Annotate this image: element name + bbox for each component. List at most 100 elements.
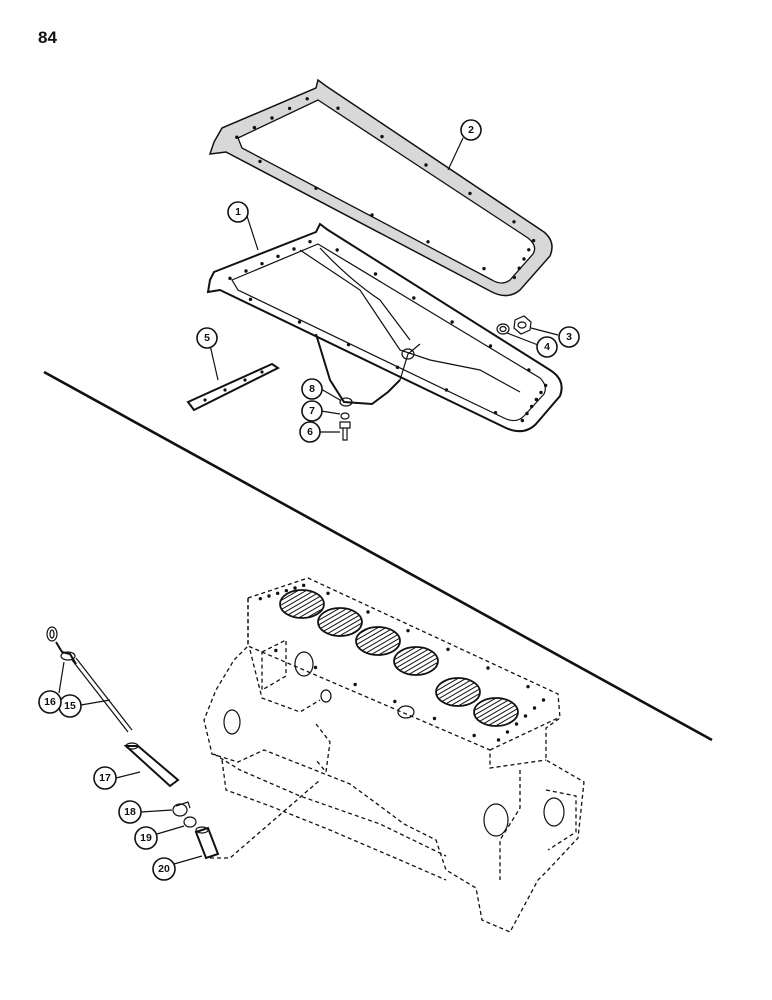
bolt-hole xyxy=(514,722,519,726)
callout-1: 1 xyxy=(227,201,249,223)
bolt-hole xyxy=(517,266,521,270)
bolt-hole xyxy=(523,714,528,718)
bolt-hole xyxy=(424,163,428,167)
callout-5: 5 xyxy=(196,327,218,349)
dipstick-cap xyxy=(60,651,76,661)
bolt-hole xyxy=(275,591,280,596)
bolt-hole xyxy=(527,368,531,372)
bolt-hole xyxy=(270,116,274,120)
bolt-hole xyxy=(543,383,548,388)
bolt-hole xyxy=(314,186,318,190)
location-leader xyxy=(210,779,321,859)
bolt-hole xyxy=(248,297,253,302)
section-divider xyxy=(43,370,713,742)
bolt-hole xyxy=(353,682,357,687)
callout-20: 20 xyxy=(152,857,176,881)
bolt-hole xyxy=(534,397,539,402)
drain-plug-washer xyxy=(496,323,510,335)
bolt-hole xyxy=(525,411,529,416)
bolt-hole xyxy=(512,220,516,224)
bolt-hole xyxy=(258,596,263,601)
bolt-hole xyxy=(446,647,450,652)
reinforcing-strip xyxy=(186,362,280,412)
bolt-hole xyxy=(276,254,280,259)
oil-pan xyxy=(206,222,563,433)
bolt-hole xyxy=(284,588,289,593)
callout-16: 16 xyxy=(38,690,62,714)
callout-8: 8 xyxy=(301,378,323,400)
svg-text:8: 8 xyxy=(309,383,315,395)
bolt-hole xyxy=(287,106,292,111)
page-number: 84 xyxy=(38,28,57,47)
svg-text:7: 7 xyxy=(309,405,315,417)
leader-lines xyxy=(58,137,559,865)
bolt-hole xyxy=(393,699,397,704)
bolt-hole xyxy=(336,106,340,110)
svg-text:6: 6 xyxy=(307,426,313,438)
bolt-hole xyxy=(301,583,306,588)
bolt-hole xyxy=(258,159,262,164)
svg-text:20: 20 xyxy=(158,863,170,875)
tube-sleeve xyxy=(194,826,220,860)
callout-18: 18 xyxy=(118,800,142,824)
bolt-hole xyxy=(496,738,501,742)
tube-clip xyxy=(172,801,191,817)
bolt-hole xyxy=(512,275,517,280)
bolt-hole xyxy=(432,716,437,721)
bolt-hole xyxy=(412,296,416,300)
bolt-6 xyxy=(339,421,351,441)
callout-17: 17 xyxy=(93,766,117,790)
bolt-hole xyxy=(228,276,232,281)
bolt-hole xyxy=(488,344,493,348)
drain-plug xyxy=(513,315,532,335)
bolt-hole xyxy=(395,365,400,370)
bolt-hole xyxy=(406,628,410,633)
dipstick xyxy=(46,626,133,733)
bolt-hole xyxy=(541,698,546,702)
bolt-hole xyxy=(522,257,526,261)
svg-text:15: 15 xyxy=(64,700,76,712)
bolt-hole xyxy=(335,248,339,252)
bolt-hole xyxy=(235,135,239,139)
bolt-hole xyxy=(274,648,278,653)
bolt-hole xyxy=(252,125,257,130)
svg-text:19: 19 xyxy=(140,832,152,844)
svg-text:5: 5 xyxy=(204,332,210,344)
bolt-hole xyxy=(380,134,384,139)
bolt-hole xyxy=(493,410,498,415)
callout-6: 6 xyxy=(299,421,321,443)
bolt-hole xyxy=(468,191,472,196)
bolt-hole xyxy=(260,261,264,266)
svg-text:2: 2 xyxy=(468,124,474,136)
bolt-hole xyxy=(370,213,374,217)
callout-2: 2 xyxy=(460,119,482,141)
bolt-hole xyxy=(373,272,378,276)
bolt-hole xyxy=(293,586,297,590)
oil-pan-gasket xyxy=(208,78,553,297)
svg-text:3: 3 xyxy=(566,331,572,343)
bolt-hole xyxy=(292,247,296,251)
bolt-hole xyxy=(505,730,510,734)
bolt-hole xyxy=(366,610,370,614)
bolt-hole xyxy=(313,665,318,670)
bolt-hole xyxy=(326,591,330,596)
svg-text:1: 1 xyxy=(235,206,241,218)
bolt-hole xyxy=(527,248,531,252)
bolt-hole xyxy=(444,388,449,392)
washer-8 xyxy=(339,397,353,407)
svg-text:18: 18 xyxy=(124,806,136,818)
bolt-hole xyxy=(539,390,543,395)
bolt-hole xyxy=(308,239,312,244)
bolt-hole xyxy=(529,404,534,409)
bolt-hole xyxy=(346,342,351,347)
callout-15: 15 xyxy=(58,694,82,718)
bolt-hole xyxy=(305,97,309,101)
callout-7: 7 xyxy=(301,400,323,422)
svg-text:16: 16 xyxy=(44,696,56,708)
bolt-hole xyxy=(426,240,430,244)
bolt-hole xyxy=(472,733,476,738)
cylinder-block xyxy=(203,577,585,933)
bolt-hole xyxy=(297,320,302,324)
seal-ring xyxy=(183,816,197,828)
